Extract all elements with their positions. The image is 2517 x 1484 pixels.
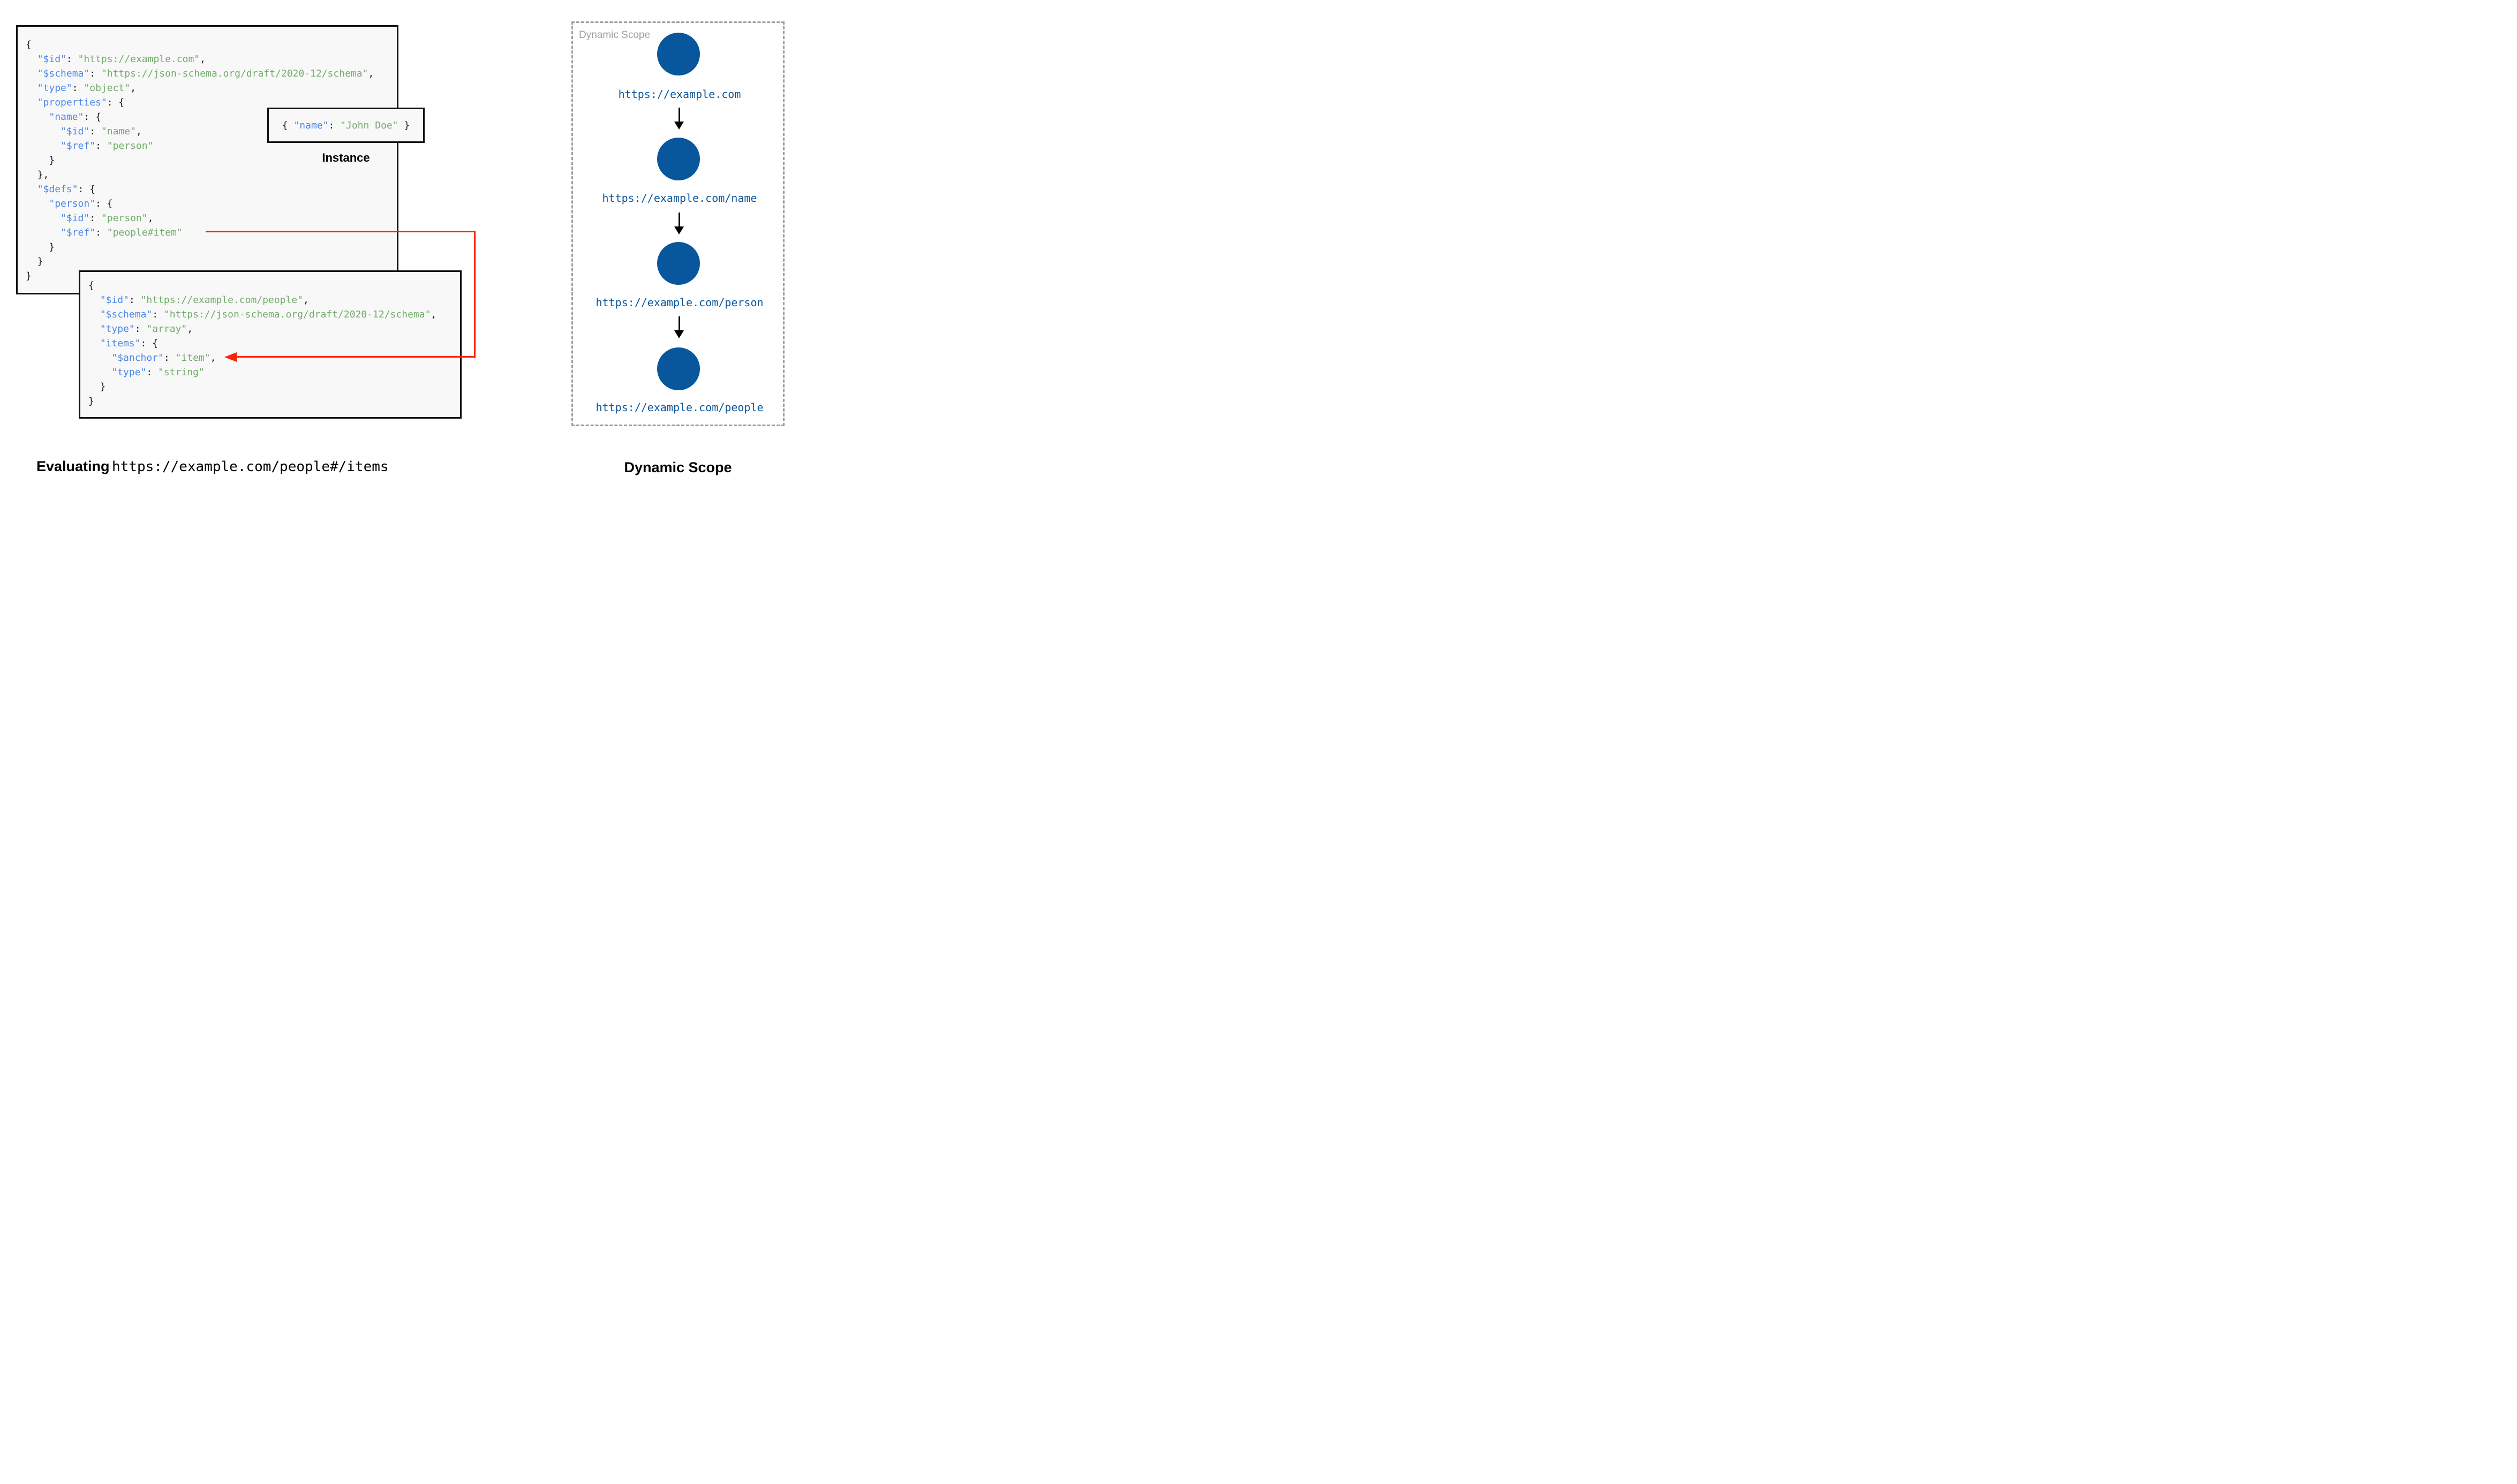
scope-node-label: https://example.com (618, 88, 741, 101)
dynamic-scope-panel-label: Dynamic Scope (579, 29, 651, 41)
dynamic-scope-panel: Dynamic Scope https://example.com https:… (571, 21, 785, 426)
scope-node-label: https://example.com/person (596, 296, 764, 309)
scope-node-circle (657, 33, 700, 75)
scope-node-label: https://example.com/people (596, 401, 764, 414)
ref-connector-top-segment (206, 231, 476, 232)
down-arrow-shaft (678, 213, 680, 226)
down-arrow-icon (674, 108, 684, 130)
evaluating-caption: Evaluating https://example.com/people#/i… (36, 458, 389, 475)
evaluating-caption-prefix: Evaluating (36, 458, 110, 474)
down-arrow-head (674, 226, 684, 234)
ref-connector-arrowhead-icon (224, 352, 237, 362)
ref-connector-vertical-segment (474, 231, 476, 358)
instance-box: { "name": "John Doe" } (267, 108, 425, 143)
down-arrow-head (674, 122, 684, 130)
instance-label: Instance (322, 151, 370, 164)
ref-connector-bottom-segment (236, 356, 476, 358)
down-arrow-shaft (678, 108, 680, 122)
scope-node-label: https://example.com/name (602, 192, 757, 205)
down-arrow-icon (674, 213, 684, 234)
schema-box-people: { "$id": "https://example.com/people", "… (79, 270, 462, 419)
scope-node-circle (657, 347, 700, 390)
diagram-canvas: { "$id": "https://example.com", "$schema… (0, 0, 825, 486)
dynamic-scope-caption: Dynamic Scope (624, 459, 732, 475)
down-arrow-head (674, 330, 684, 338)
instance-code: { "name": "John Doe" } (282, 119, 410, 131)
evaluating-caption-uri: https://example.com/people#/items (111, 459, 389, 475)
scope-node-circle (657, 138, 700, 180)
schema-box-root: { "$id": "https://example.com", "$schema… (16, 25, 398, 294)
scope-node-circle (657, 242, 700, 285)
down-arrow-icon (674, 316, 684, 338)
down-arrow-shaft (678, 316, 680, 330)
schema-people-code: { "$id": "https://example.com/people", "… (88, 280, 437, 407)
schema-root-code: { "$id": "https://example.com", "$schema… (26, 39, 374, 282)
